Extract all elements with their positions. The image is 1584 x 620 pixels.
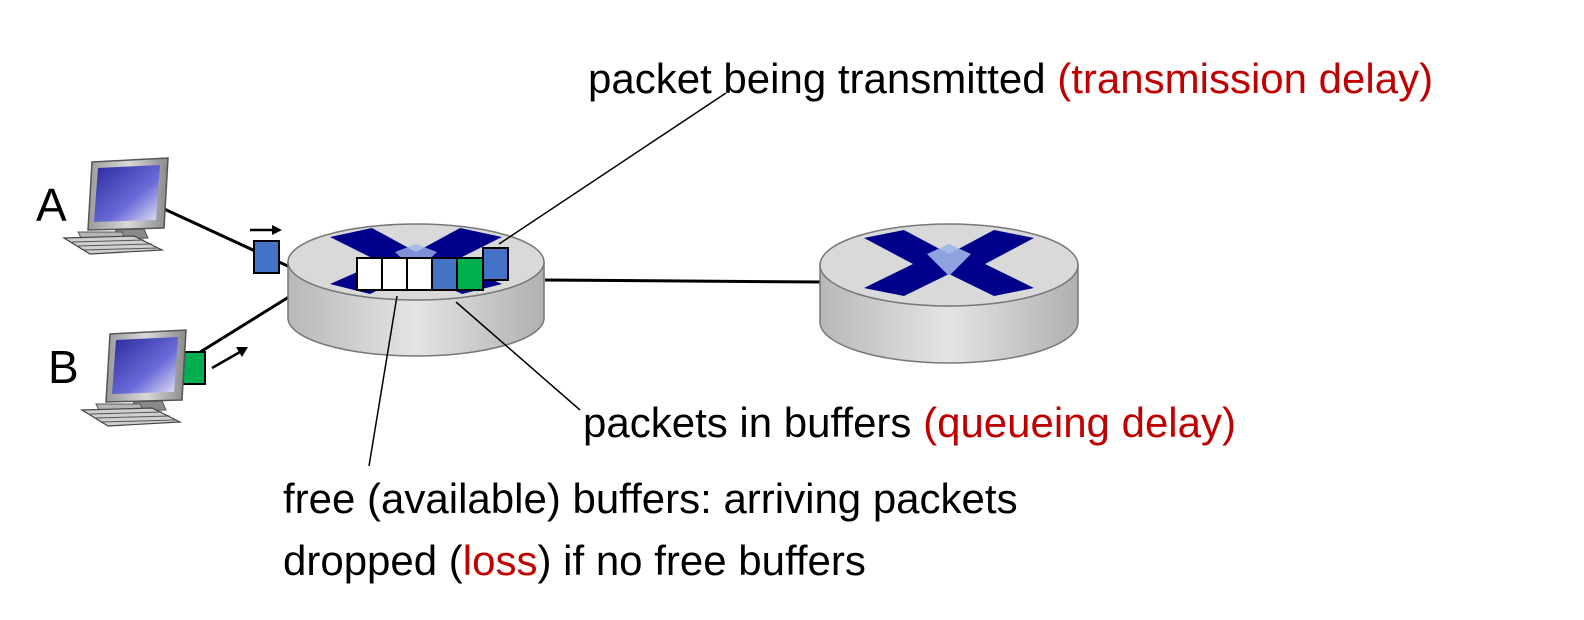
loss-label: loss bbox=[462, 537, 538, 584]
queueing-delay-label: (queueing delay) bbox=[923, 399, 1236, 446]
queued-packet-green bbox=[456, 257, 484, 291]
dropped-prefix: dropped ( bbox=[283, 537, 463, 584]
arrow-icon bbox=[250, 225, 282, 235]
callout-transmitting bbox=[498, 92, 727, 245]
free-buffer bbox=[356, 257, 383, 291]
transmitting-packet bbox=[482, 247, 509, 281]
free-buffers-annotation-line2: dropped (loss) if no free buffers bbox=[283, 540, 866, 582]
arrow-icon bbox=[211, 347, 248, 370]
callout-free bbox=[368, 295, 398, 467]
queueing-annotation: packets in buffers (queueing delay) bbox=[583, 402, 1236, 444]
buffer-queue bbox=[356, 257, 484, 291]
callout-buffers bbox=[455, 301, 581, 411]
transmission-delay-label: (transmission delay) bbox=[1057, 55, 1434, 102]
free-buffers-annotation-line1: free (available) buffers: arriving packe… bbox=[283, 475, 1018, 522]
queued-packet-blue bbox=[431, 257, 458, 291]
computer-icon bbox=[61, 157, 169, 255]
dropped-suffix: ) if no free buffers bbox=[537, 537, 866, 584]
link-router-router bbox=[544, 278, 823, 284]
free-buffer bbox=[381, 257, 408, 291]
router-icon bbox=[819, 223, 1079, 364]
host-a-label: A bbox=[36, 179, 67, 231]
buffers-text: packets in buffers bbox=[583, 399, 924, 446]
host-b-label: B bbox=[48, 341, 79, 393]
transmission-text: packet being transmitted bbox=[588, 55, 1058, 102]
transmission-annotation: packet being transmitted (transmission d… bbox=[588, 58, 1433, 100]
packet-icon bbox=[253, 240, 280, 274]
computer-icon bbox=[79, 329, 187, 427]
free-buffer bbox=[406, 257, 433, 291]
